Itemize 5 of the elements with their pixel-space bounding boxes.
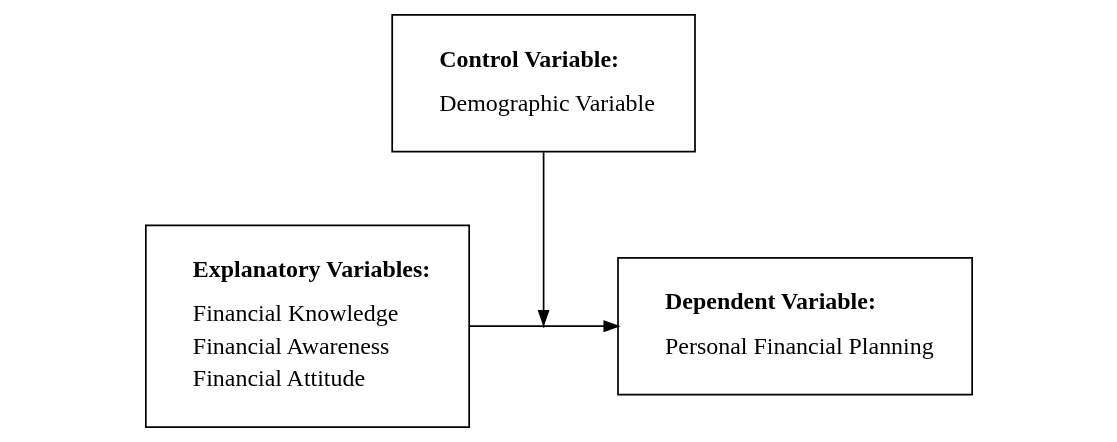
arrow <box>537 151 550 328</box>
node-box: Dependent Variable: Personal Financial Planning <box>616 256 973 396</box>
node-box: Control Variable: Demographic Variable <box>390 14 696 153</box>
arrow <box>468 309 621 333</box>
node-box: Explanatory Variables: Financial Knowledge Financial Awareness Financial Attitude <box>144 224 470 428</box>
